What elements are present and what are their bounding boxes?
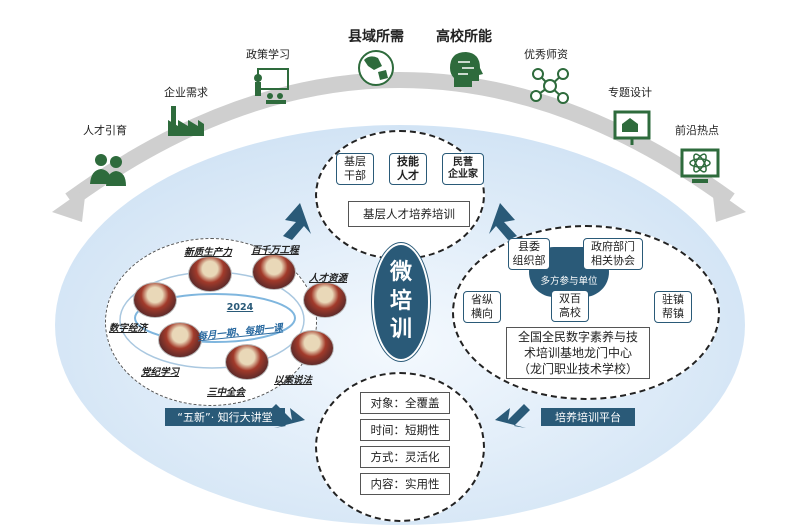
arc-right-arrowhead — [712, 188, 746, 222]
label-design: 专题设计 — [608, 86, 652, 99]
design-board-icon — [613, 110, 651, 145]
photo-case-law — [290, 330, 334, 366]
topic-third-plenum: 三中全会 — [206, 387, 246, 398]
arc-left-arrowhead — [52, 188, 86, 222]
label-talent: 人才引育 — [83, 124, 127, 137]
topic-digital-economy: 数字经济 — [108, 323, 148, 334]
teacher-icon — [254, 68, 289, 104]
photo-hundred-thousand-project — [252, 254, 296, 290]
arrow-top-right — [489, 203, 517, 240]
globe-icon — [358, 50, 394, 86]
platform-tag: 培养培训平台 — [541, 408, 635, 426]
unit-double-hundred-universities: 双百高校 — [551, 290, 589, 322]
label-enterprise: 企业需求 — [164, 86, 208, 99]
topic-party-discipline: 党纪学习 — [140, 367, 180, 378]
feature-time: 时间：短期性 — [360, 419, 450, 441]
target-skilled-talent: 技能人才 — [389, 153, 427, 185]
micro-training-core: 微 培 训 — [372, 243, 430, 361]
topic-new-productivity: 新质生产力 — [184, 247, 232, 258]
topic-talent-resources: 人才资源 — [308, 273, 348, 284]
core-char-1: 微 — [389, 260, 412, 286]
label-hotspot: 前沿热点 — [675, 124, 719, 137]
atom-monitor-icon — [680, 148, 720, 183]
target-private-entrepreneurs: 民营企业家 — [442, 153, 484, 185]
label-county: 县域所需 — [348, 29, 404, 45]
lecture-hall-tag: “五新”· 知行大讲堂 — [165, 408, 285, 426]
target-grassroots-cadres: 基层干部 — [336, 153, 374, 185]
photo-new-productivity — [188, 256, 232, 292]
core-char-3: 训 — [389, 317, 412, 343]
people-icon — [90, 154, 126, 186]
core-char-2: 培 — [389, 288, 412, 314]
training-base-box: 全国全民数字素养与技术培训基地龙门中心（龙门职业技术学校） — [506, 327, 650, 379]
unit-provincial: 省纵横向 — [463, 291, 501, 323]
photo-talent-resources — [303, 282, 347, 318]
topic-case-law: 以案说法 — [273, 375, 313, 386]
arrow-top-left — [283, 203, 311, 240]
feature-content: 内容：实用性 — [360, 473, 450, 495]
top-arc — [65, 72, 735, 207]
hub-label: 多方参与单位 — [540, 276, 598, 287]
topic-hundred-thousand-project: 百千万工程 — [251, 245, 299, 256]
label-policy: 政策学习 — [246, 48, 290, 61]
top-target-circle — [315, 130, 485, 260]
label-teachers: 优秀师资 — [524, 48, 568, 61]
label-university: 高校所能 — [436, 29, 492, 45]
feature-method: 方式：灵活化 — [360, 446, 450, 468]
unit-gov-departments: 政府部门相关协会 — [583, 238, 643, 270]
factory-icon — [168, 106, 204, 136]
year-label: 2024 — [226, 302, 254, 313]
photo-digital-economy — [133, 282, 177, 318]
unit-county-committee: 县委组织部 — [508, 238, 550, 270]
photo-third-plenum — [225, 344, 269, 380]
brain-head-icon — [450, 52, 483, 87]
network-icon — [530, 68, 569, 104]
arrow-bottom-right — [495, 404, 530, 428]
feature-target: 对象：全覆盖 — [360, 392, 450, 414]
unit-town-support: 驻镇帮镇 — [654, 291, 692, 323]
photo-party-discipline — [158, 322, 202, 358]
grassroots-training-box: 基层人才培养培训 — [348, 201, 470, 227]
